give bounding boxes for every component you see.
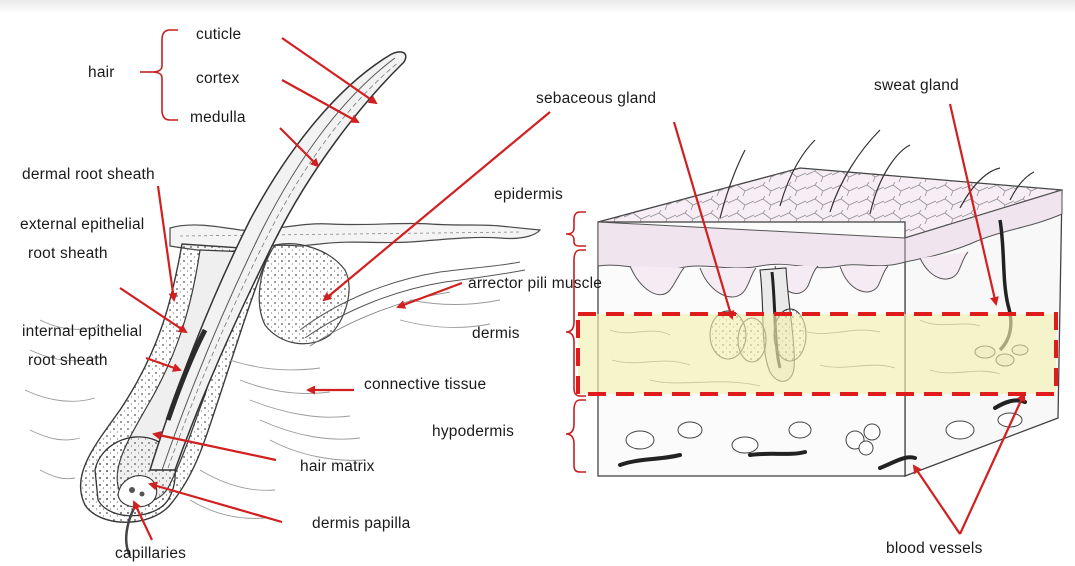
skin-block-drawing	[578, 130, 1062, 476]
label-sebaceous-gland: sebaceous gland	[536, 91, 656, 107]
hair-follicle-drawing	[25, 52, 540, 556]
label-medulla: medulla	[190, 110, 246, 126]
epidermis-bracket	[566, 212, 586, 246]
label-external-epithelial-2: root sheath	[28, 246, 108, 262]
label-sweat-gland: sweat gland	[874, 78, 959, 94]
dermis-highlight-box	[578, 314, 1056, 394]
label-dermis: dermis	[472, 326, 520, 342]
label-hair: hair	[88, 65, 115, 81]
hair-bracket	[152, 30, 178, 120]
label-connective-tissue: connective tissue	[364, 377, 486, 393]
hypodermis-bracket	[566, 400, 586, 472]
label-dermis-papilla: dermis papilla	[312, 516, 410, 532]
label-internal-epithelial-2: root sheath	[28, 353, 108, 369]
arrow-blood-vessels-1	[914, 466, 960, 534]
label-cortex: cortex	[196, 71, 239, 87]
label-hypodermis: hypodermis	[432, 424, 514, 440]
label-blood-vessels: blood vessels	[886, 541, 983, 557]
follicle-sebaceous-lobe	[259, 244, 349, 344]
label-cuticle: cuticle	[196, 27, 241, 43]
label-external-epithelial: external epithelial	[20, 217, 144, 233]
label-capillaries: capillaries	[115, 546, 186, 562]
label-dermal-root-sheath: dermal root sheath	[22, 167, 155, 183]
label-hair-matrix: hair matrix	[300, 459, 375, 475]
label-epidermis: epidermis	[494, 187, 563, 203]
arrow-cuticle	[282, 38, 376, 103]
label-internal-epithelial: internal epithelial	[22, 324, 142, 340]
label-arrector-pili-muscle: arrector pili muscle	[468, 276, 602, 292]
